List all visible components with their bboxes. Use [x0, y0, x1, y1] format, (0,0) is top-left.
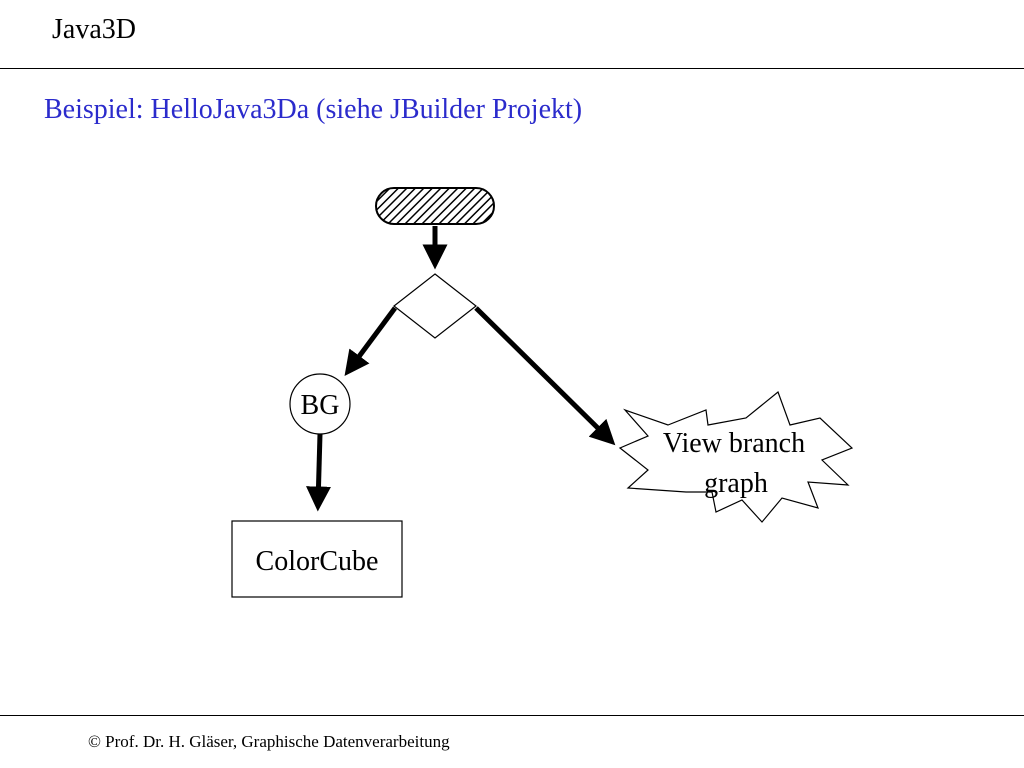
colorcube-node-label: ColorCube: [256, 546, 379, 577]
virtual-universe-icon: [375, 187, 495, 225]
view-branch-starburst-icon: [618, 391, 854, 523]
bg-node-label: BG: [301, 390, 340, 421]
arrow-bg-to-colorcube: [306, 433, 331, 512]
view-branch-label-line2: graph: [704, 468, 768, 499]
colorcube-node-box: [231, 520, 403, 598]
footer-divider: [0, 715, 1024, 716]
footer-copyright: © Prof. Dr. H. Gläser, Graphische Datenv…: [88, 732, 450, 751]
view-branch-label-line1: View branch: [663, 428, 805, 459]
header-divider: [0, 68, 1024, 69]
locale-diamond-icon: [393, 273, 477, 339]
header-title: Java3D: [52, 14, 136, 45]
slide-heading: Beispiel: HelloJava3Da (siehe JBuilder P…: [44, 94, 583, 125]
scene-graph-diagram: BG ColorCube View branch graph: [231, 187, 854, 598]
arrow-locale-to-view-branch: [474, 306, 616, 446]
arrow-locale-to-bg: [344, 306, 398, 377]
